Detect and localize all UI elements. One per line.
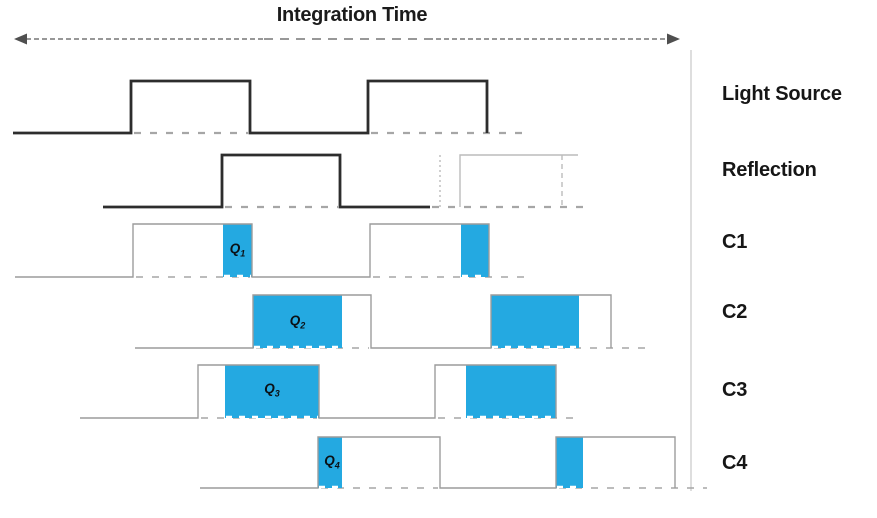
charge-label-q3: Q3 [264,381,280,399]
integration-time-title: Integration Time [276,4,428,26]
signal-label-light-source: Light Source [722,83,842,105]
signal-label-c3: C3 [722,379,748,401]
charge-label-q4: Q4 [324,453,340,471]
charge-label-q1: Q1 [229,241,246,259]
signal-label-reflection: Reflection [722,159,817,181]
charge-label-q2: Q2 [289,313,306,331]
signal-label-c4: C4 [722,452,748,474]
signal-label-c1: C1 [722,231,748,253]
signal-label-c2: C2 [722,301,748,323]
